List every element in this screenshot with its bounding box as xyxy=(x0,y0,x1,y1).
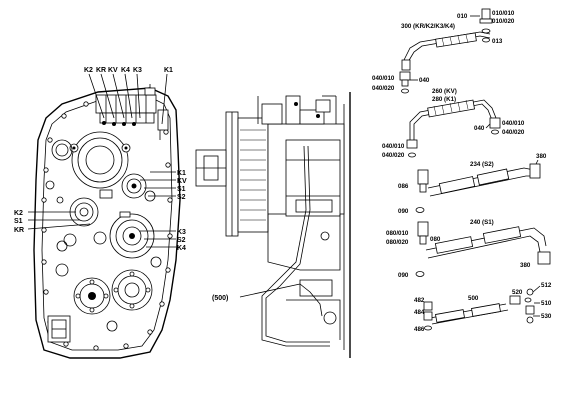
label-090-b: 090 xyxy=(398,272,409,279)
left-callouts: K2 S1 KR xyxy=(14,210,91,234)
fitting-040-c: 040/010 040/020 xyxy=(382,143,416,159)
label-512: 512 xyxy=(541,282,552,289)
input-shaft-bore xyxy=(69,131,131,189)
label-010-010: 010/010 xyxy=(492,10,515,17)
label-530: 530 xyxy=(541,313,552,320)
hose-300: 300 (KR/K2/K3/K4) xyxy=(401,23,491,71)
hose-234: 234 (S2) 380 086 090 xyxy=(398,153,547,215)
label-486: 486 xyxy=(414,326,425,333)
perimeter-bolts xyxy=(41,97,173,351)
housing-flange xyxy=(41,95,173,351)
callout-kv-right: KV xyxy=(177,178,187,185)
top-valve-assembly xyxy=(257,95,337,125)
label-300: 300 (KR/K2/K3/K4) xyxy=(401,23,455,30)
callout-kv-top: KV xyxy=(108,67,118,74)
clutch-shaft-k3-k4 xyxy=(109,211,155,259)
label-040-020-b: 040/020 xyxy=(502,129,525,136)
label-484: 484 xyxy=(414,309,425,316)
callout-k1-right: K1 xyxy=(177,170,186,177)
hose-240: 240 (S1) 080/010 080/020 080 380 090 xyxy=(386,219,551,279)
label-080: 080 xyxy=(430,236,441,243)
label-040-010-c: 040/010 xyxy=(382,143,405,150)
label-080-010: 080/010 xyxy=(386,230,409,237)
callout-k3-top: K3 xyxy=(133,67,142,74)
fitting-040-b: 040 040/010 040/020 xyxy=(474,120,525,136)
label-040-010-b: 040/010 xyxy=(502,120,525,127)
label-380-a: 380 xyxy=(536,153,547,160)
label-040-b: 040 xyxy=(474,125,485,132)
callout-k4-right: K4 xyxy=(177,245,186,252)
hose-500: 500 482 484 486 520 512 510 530 xyxy=(414,282,552,333)
transmission-housing-front-view: K2 KR KV K4 K3 K1 K1 KV S1 S2 K2 S1 KR xyxy=(14,67,187,359)
misc-bosses xyxy=(55,189,162,332)
label-234: 234 (S2) xyxy=(470,161,494,168)
callout-s2-right-lower: S2 xyxy=(177,237,186,244)
callout-k1-top: K1 xyxy=(164,67,173,74)
callout-kr-top: KR xyxy=(96,67,106,74)
label-010: 010 xyxy=(457,13,468,20)
filter-housing xyxy=(47,315,71,343)
label-380-b: 380 xyxy=(520,262,531,269)
label-482: 482 xyxy=(414,297,425,304)
exploded-hoses: 010 010/010 010/020 013 300 (KR/K2/K3/K4… xyxy=(372,8,552,333)
label-013: 013 xyxy=(492,38,503,45)
label-090-a: 090 xyxy=(398,208,409,215)
label-510: 510 xyxy=(541,300,552,307)
transmission-side-view: (500) xyxy=(195,92,351,358)
callout-k2-left: K2 xyxy=(14,210,23,217)
clutch-shaft-k2-kr xyxy=(63,197,107,247)
callout-s2-right: S2 xyxy=(177,194,186,201)
label-040-010-a: 040/010 xyxy=(372,75,395,82)
pipe-500-installed xyxy=(261,145,330,347)
label-086: 086 xyxy=(398,183,409,190)
output-flange-lower-left xyxy=(73,277,111,315)
label-080-020: 080/020 xyxy=(386,239,409,246)
callout-s1-right: S1 xyxy=(177,186,186,193)
label-280: 280 (K1) xyxy=(432,96,456,103)
callout-k2-top: K2 xyxy=(84,67,93,74)
label-520: 520 xyxy=(512,289,523,296)
pto-bore-left xyxy=(45,139,73,204)
fitting-040-a: 040 040/010 040/020 xyxy=(372,71,430,94)
label-010-020: 010/020 xyxy=(492,18,515,25)
top-callouts: K2 KR KV K4 K3 K1 xyxy=(84,67,173,125)
cooling-fins xyxy=(240,129,266,221)
label-040-020-a: 040/020 xyxy=(372,85,395,92)
label-040-020-c: 040/020 xyxy=(382,152,405,159)
callout-kr-left: KR xyxy=(14,227,24,234)
callout-500-side: (500) xyxy=(212,295,228,302)
callout-k3-right: K3 xyxy=(177,229,186,236)
right-callouts-upper: K1 KV S1 S2 xyxy=(140,170,187,201)
clutch-shaft-kv-s1 xyxy=(121,173,156,202)
label-240: 240 (S1) xyxy=(470,219,494,226)
label-500: 500 xyxy=(468,295,479,302)
callout-k4-top: K4 xyxy=(121,67,130,74)
label-260: 260 (KV) xyxy=(432,88,457,95)
hose-260-280: 260 (KV) 280 (K1) xyxy=(406,88,501,149)
right-callouts-lower: K3 S2 K4 xyxy=(140,229,186,252)
label-040-a: 040 xyxy=(419,77,430,84)
output-flange-lower-right xyxy=(111,269,153,311)
fitting-010: 010 010/010 010/020 013 xyxy=(457,8,515,45)
callout-s1-left: S1 xyxy=(14,218,23,225)
